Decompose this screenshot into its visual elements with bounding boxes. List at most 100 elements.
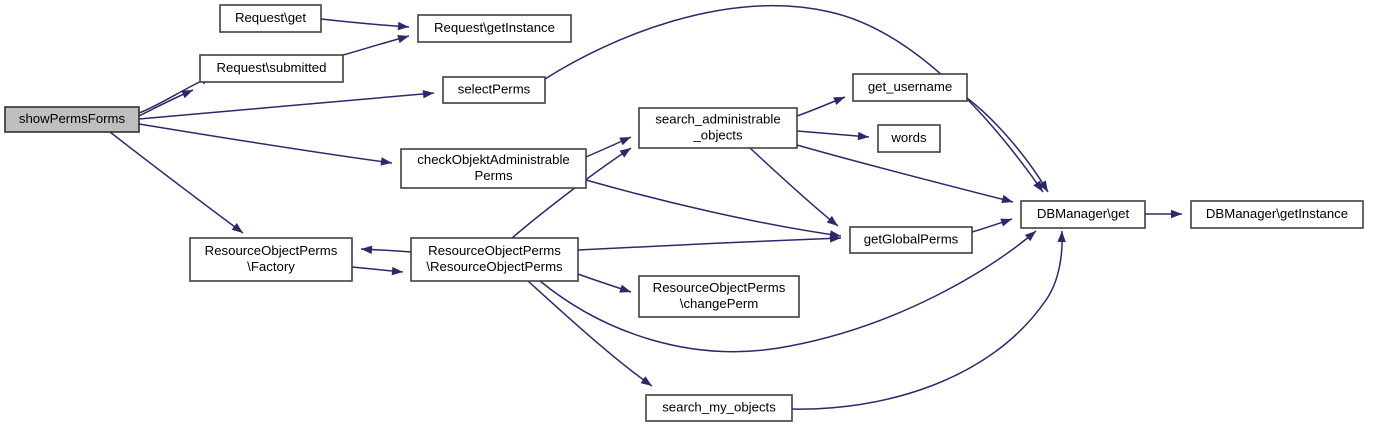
edges-layer (109, 5, 1182, 410)
node-box[interactable] (199, 54, 344, 83)
edge-showPermsForms-to-resourceObjectPermsFactory (109, 131, 244, 234)
arrowhead-icon (397, 21, 409, 31)
nodes-layer: showPermsForms Request\getRequest\submitt… (4, 4, 1364, 422)
node-label: selectPerms (458, 81, 531, 96)
node-resourceObjectPermsFactory[interactable]: ResourceObjectPerms\Factory (189, 237, 353, 282)
arrowhead-icon (833, 97, 845, 106)
arrowhead-icon (1057, 231, 1066, 243)
arrowhead-icon (1038, 180, 1048, 192)
node-box[interactable] (410, 237, 579, 282)
node-box[interactable] (645, 394, 793, 422)
arrowhead-icon (181, 90, 193, 99)
node-label: ResourceObjectPerms (205, 243, 338, 258)
arrowhead-icon (640, 376, 652, 386)
node-label: DBManager\get (1037, 206, 1130, 221)
node-getGlobalPerms[interactable]: getGlobalPerms (849, 226, 973, 254)
node-box[interactable] (638, 107, 798, 149)
edge-checkObjektAdministrablePerms-to-searchAdministrableObjects (585, 136, 632, 158)
node-box[interactable] (877, 124, 941, 153)
edge-searchAdministrableObjects-to-getGlobalPerms (749, 147, 839, 227)
edge-searchAdministrableObjects-to-words (796, 130, 870, 141)
edge-resourceObjectPerms-to-searchAdministrableObjects (511, 147, 632, 239)
node-words[interactable]: words (877, 124, 941, 153)
node-label: get_username (868, 79, 952, 94)
edge-resourceObjectPerms-to-getGlobalPerms (577, 234, 842, 251)
node-box[interactable] (1020, 200, 1146, 229)
edge-getGlobalPerms-to-dbManagerGet (971, 218, 1013, 233)
node-showPermsForms[interactable]: showPermsForms (4, 106, 140, 133)
node-box[interactable] (189, 237, 353, 282)
edge-showPermsForms-to-checkObjektAdministrablePerms (138, 123, 393, 166)
node-box[interactable] (400, 148, 587, 189)
arrowhead-icon (619, 284, 631, 293)
node-box[interactable] (849, 226, 973, 254)
arrowhead-icon (829, 234, 841, 243)
node-selectPerms[interactable]: selectPerms (442, 76, 546, 104)
node-requestGetInstance[interactable]: Request\getInstance (417, 14, 572, 43)
arrowhead-icon (391, 266, 403, 276)
edge-resourceObjectPerms-to-dbManagerGet (539, 230, 1037, 353)
edge-dbManagerGet-to-dbManagerGetInstance (1145, 209, 1182, 219)
node-resourceObjectPerms[interactable]: ResourceObjectPerms\ResourceObjectPerms (410, 237, 579, 282)
edge-searchAdministrableObjects-to-getUsername (796, 96, 846, 117)
node-dbManagerGetInstance[interactable]: DBManager\getInstance (1190, 200, 1364, 229)
arrowhead-icon (1001, 194, 1013, 204)
node-requestSubmitted[interactable]: Request\submitted (199, 54, 344, 83)
node-label: Perms (474, 168, 513, 183)
arrowhead-icon (619, 148, 631, 158)
arrowhead-icon (361, 245, 373, 254)
node-box[interactable] (4, 106, 140, 133)
edge-requestGet-to-requestGetInstance (320, 18, 410, 31)
node-searchAdministrableObjects[interactable]: search_administrable_objects (638, 107, 798, 149)
edge-requestSubmitted-to-requestGetInstance (342, 34, 410, 56)
node-label: search_administrable (655, 111, 780, 126)
edge-showPermsForms-to-selectPerms (138, 89, 435, 120)
node-label: \Factory (247, 259, 295, 274)
node-box[interactable] (1190, 200, 1364, 229)
node-box[interactable] (442, 76, 546, 104)
node-getUsername[interactable]: get_username (852, 73, 968, 102)
arrowhead-icon (1024, 231, 1036, 242)
node-dbManagerGet[interactable]: DBManager\get (1020, 200, 1146, 229)
arrowhead-icon (231, 223, 243, 233)
arrowhead-icon (380, 157, 392, 166)
edge-resourceObjectPerms-to-resourceObjectPermsChangePerm (577, 273, 632, 293)
arrowhead-icon (422, 89, 434, 99)
node-label: showPermsForms (19, 111, 126, 126)
node-label: Request\get (235, 10, 306, 25)
node-label: getGlobalPerms (864, 231, 959, 246)
edge-searchMyObjects-to-dbManagerGet (791, 230, 1066, 410)
node-requestGet[interactable]: Request\get (219, 4, 322, 33)
node-label: \changePerm (680, 296, 758, 311)
edge-getUsername-to-dbManagerGet (966, 97, 1049, 193)
node-resourceObjectPermsChangePerm[interactable]: ResourceObjectPerms\changePerm (638, 275, 800, 318)
node-label: DBManager\getInstance (1206, 206, 1348, 221)
edge-showPermsForms-to-requestSubmitted (138, 89, 194, 117)
edge-resourceObjectPerms-to-resourceObjectPermsFactory (360, 245, 412, 254)
node-label: checkObjektAdministrable (417, 152, 569, 167)
edge-resourceObjectPerms-to-searchMyObjects (527, 280, 653, 387)
node-label: words (890, 130, 927, 145)
node-searchMyObjects[interactable]: search_my_objects (645, 394, 793, 422)
arrowhead-icon (1171, 209, 1182, 219)
node-label: \ResourceObjectPerms (426, 259, 563, 274)
edge-selectPerms-to-dbManagerGet (544, 5, 1044, 193)
node-box[interactable] (638, 275, 800, 318)
edge-checkObjektAdministrablePerms-to-getGlobalPerms (585, 179, 842, 239)
arrowhead-icon (619, 137, 631, 146)
node-box[interactable] (417, 14, 572, 43)
node-label: Request\submitted (217, 60, 327, 75)
node-label: _objects (692, 127, 743, 142)
node-box[interactable] (852, 73, 968, 102)
edge-resourceObjectPermsFactory-to-resourceObjectPerms (351, 266, 404, 276)
node-label: search_my_objects (662, 399, 776, 414)
arrowhead-icon (1033, 180, 1043, 192)
arrowhead-icon (826, 215, 838, 226)
node-box[interactable] (219, 4, 322, 33)
node-label: ResourceObjectPerms (653, 280, 786, 295)
node-label: ResourceObjectPerms (428, 243, 561, 258)
arrowhead-icon (397, 34, 409, 44)
